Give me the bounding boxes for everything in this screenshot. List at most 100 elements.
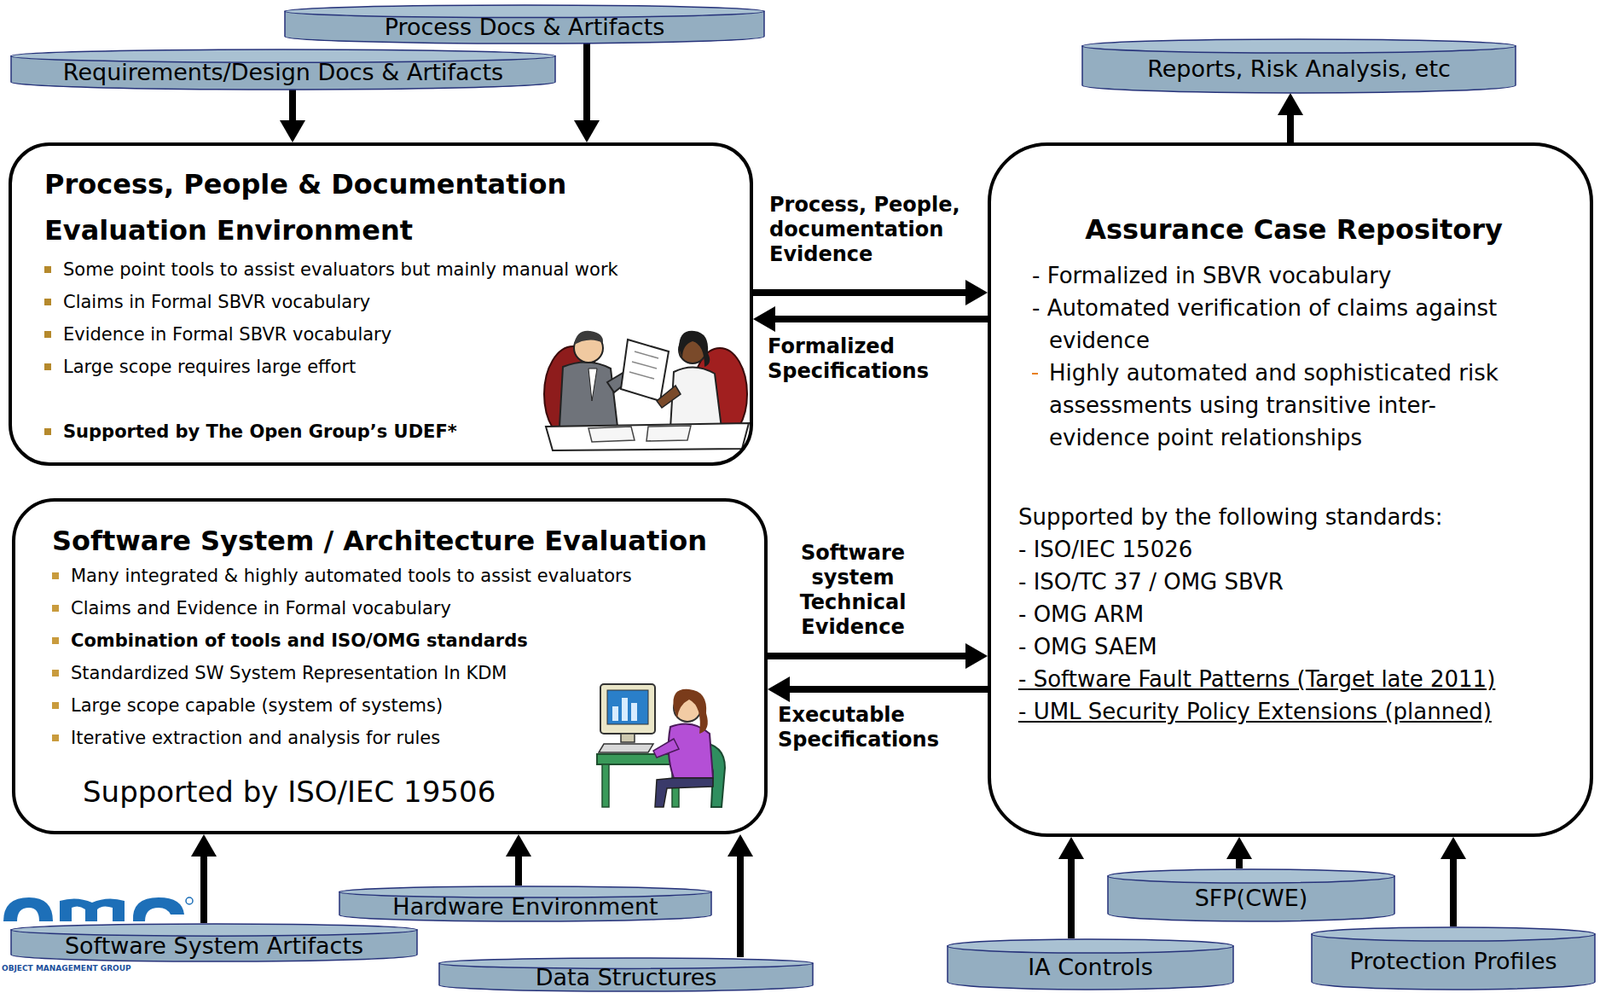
bullet-square (52, 637, 59, 644)
text-row: Some point tools to assist evaluators bu… (44, 253, 733, 286)
flow-arrow (753, 279, 988, 306)
text-row: Process Docs & Artifacts (384, 13, 666, 41)
arrow-head (965, 279, 988, 306)
node-text: Some point tools to assist evaluators bu… (63, 253, 733, 286)
cylinder-body (339, 892, 712, 922)
node-text: - ISO/IEC 15026 (1018, 533, 1570, 566)
flow-arrow (1277, 92, 1304, 143)
flow-arrow (1226, 836, 1253, 869)
arrow-head (1058, 836, 1085, 859)
arrow-head (279, 120, 306, 143)
bullet-square (52, 572, 59, 580)
data-store-cylinder: SFP(CWE) (1107, 868, 1396, 922)
flow-arrow (1440, 836, 1467, 927)
text-row: Process, People & Documentation Evaluati… (44, 161, 608, 254)
flow-arrow (279, 89, 306, 143)
omg-logo (3, 897, 193, 922)
text-row: Assurance Case Repository (1018, 212, 1570, 247)
data-store-cylinder: Protection Profiles (1310, 926, 1596, 990)
text-row: Supported by ISO/IEC 19506 (82, 772, 748, 811)
text-row: Combination of tools and ISO/OMG standar… (52, 624, 748, 657)
node-text: Highly automated and sophisticated risk … (1049, 356, 1527, 454)
evaluation-panel: Process, People & Documentation Evaluati… (8, 142, 754, 466)
node-text: Software System Artifacts (64, 932, 364, 960)
bullet-square (52, 669, 59, 677)
arrow-label: Process, People, documentation Evidence (769, 192, 985, 267)
arrow-head (191, 834, 217, 857)
arrow-head (767, 676, 790, 702)
bullet-dash (1031, 372, 1038, 375)
arrow-shaft (1067, 855, 1075, 939)
flow-arrow (767, 676, 988, 702)
evaluation-panel: Assurance Case Repository - Formalized in… (987, 142, 1594, 837)
panel-heading: Assurance Case Repository (1018, 212, 1570, 247)
text-row: Claims in Formal SBVR vocabulary (44, 285, 733, 319)
text-row: Many integrated & highly automated tools… (52, 559, 748, 592)
node-text: Hardware Environment (392, 892, 658, 921)
node-text: Process Docs & Artifacts (384, 13, 666, 41)
arrow-shaft (289, 89, 296, 124)
data-store-cylinder: Data Structures (438, 956, 814, 992)
node-text: Supported by ISO/IEC 19506 (82, 772, 748, 811)
arrow-head (505, 834, 532, 857)
text-row: Evidence in Formal SBVR vocabulary (44, 318, 733, 351)
text-row: Protection Profiles (1349, 947, 1557, 975)
node-text: Combination of tools and ISO/OMG standar… (70, 624, 748, 657)
text-row: - Software Fault Patterns (Target late 2… (1018, 662, 1570, 696)
arrow-shaft (771, 315, 988, 323)
cylinder-body (1311, 933, 1595, 990)
text-row: Reports, Risk Analysis, etc (1147, 55, 1451, 83)
arrow-shaft (767, 652, 969, 660)
cylinder-body (11, 929, 418, 962)
arrow-head (727, 834, 754, 857)
text-row: - ISO/TC 37 / OMG SBVR (1018, 565, 1570, 598)
flow-arrow (505, 834, 532, 886)
logo-caption: OBJECT MANAGEMENT GROUP (1, 963, 132, 973)
node-text: Standardized SW System Representation In… (70, 656, 748, 690)
arrow-head (1226, 836, 1253, 859)
text-row: Software System / Architecture Evaluatio… (52, 521, 748, 560)
data-store-cylinder: Process Docs & Artifacts (284, 4, 766, 44)
bullet-square (44, 428, 52, 435)
text-row: Requirements/Design Docs & Artifacts (63, 58, 504, 87)
bullet-square (44, 266, 52, 273)
arrow-shaft (786, 685, 988, 693)
arrow-shaft (200, 852, 208, 923)
node-text: - OMG SAEM (1018, 630, 1570, 663)
arrow-head (1440, 836, 1467, 859)
meeting-illustration (544, 330, 749, 451)
node-text: Many integrated & highly automated tools… (70, 559, 748, 592)
text-row: Highly automated and sophisticated risk … (1031, 356, 1527, 454)
text-row: Hardware Environment (392, 892, 658, 921)
cylinder-top (1107, 869, 1395, 883)
flow-arrow (727, 834, 754, 957)
text-row: Standardized SW System Representation In… (52, 656, 748, 690)
text-row: Software System Artifacts (64, 932, 364, 960)
arrow-head (753, 306, 776, 332)
node-text: Supported by the following standards: (1018, 500, 1570, 534)
node-text: - OMG ARM (1018, 597, 1570, 631)
node-text: - Formalized in SBVR vocabulary (1031, 259, 1544, 292)
flow-arrow (753, 306, 988, 332)
node-text: Evidence in Formal SBVR vocabulary (63, 318, 733, 351)
data-store-cylinder: Requirements/Design Docs & Artifacts (10, 48, 557, 90)
cylinder-body (11, 56, 556, 90)
text-row: Large scope requires large effort (44, 350, 733, 383)
panel-heading: Process, People & Documentation Evaluati… (44, 161, 608, 254)
node-text: Large scope capable (system of systems) (70, 689, 748, 722)
evaluation-panel: Software System / Architecture Evaluatio… (11, 498, 768, 835)
node-text: Claims in Formal SBVR vocabulary (63, 285, 733, 319)
node-text: - UML Security Policy Extensions (planne… (1018, 695, 1570, 728)
arrow-head (573, 120, 600, 143)
bullet-square (52, 701, 59, 709)
text-row: - Formalized in SBVR vocabulary (1031, 259, 1544, 292)
node-text: Data Structures (535, 963, 718, 992)
text-row: Iterative extraction and analysis for ru… (52, 721, 748, 754)
cylinder-top (1082, 39, 1516, 53)
text-row: - Automated verification of claims again… (1031, 291, 1544, 357)
bullet-square (52, 734, 59, 742)
computer-user-illustration (597, 684, 725, 807)
flow-arrow (573, 43, 600, 143)
